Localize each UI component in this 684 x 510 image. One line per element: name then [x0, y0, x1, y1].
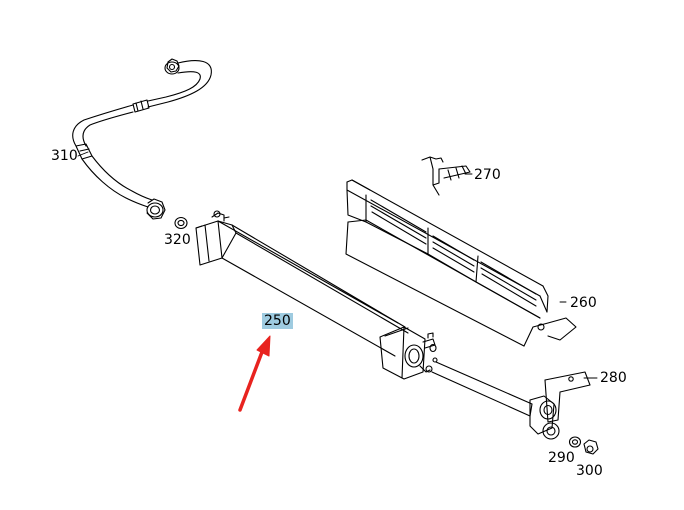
- callout-250-highlighted[interactable]: 250: [262, 313, 293, 329]
- pointer-arrow: [238, 335, 271, 412]
- ring-320[interactable]: [174, 216, 188, 230]
- washer-290[interactable]: [568, 436, 582, 448]
- callout-310[interactable]: 310: [51, 148, 78, 164]
- rail-280[interactable]: [431, 361, 591, 440]
- clip-270[interactable]: [421, 156, 471, 196]
- nut-300[interactable]: [583, 439, 599, 455]
- callout-290[interactable]: 290: [548, 450, 575, 466]
- leader-lines: [77, 151, 598, 379]
- callout-260[interactable]: 260: [570, 295, 597, 311]
- callout-280[interactable]: 280: [600, 370, 627, 386]
- cooler-250[interactable]: [195, 210, 438, 380]
- shroud-260[interactable]: [345, 179, 577, 347]
- callout-320[interactable]: 320: [164, 232, 191, 248]
- hose-310[interactable]: [72, 58, 212, 220]
- callout-270[interactable]: 270: [474, 167, 501, 183]
- callout-300[interactable]: 300: [576, 463, 603, 479]
